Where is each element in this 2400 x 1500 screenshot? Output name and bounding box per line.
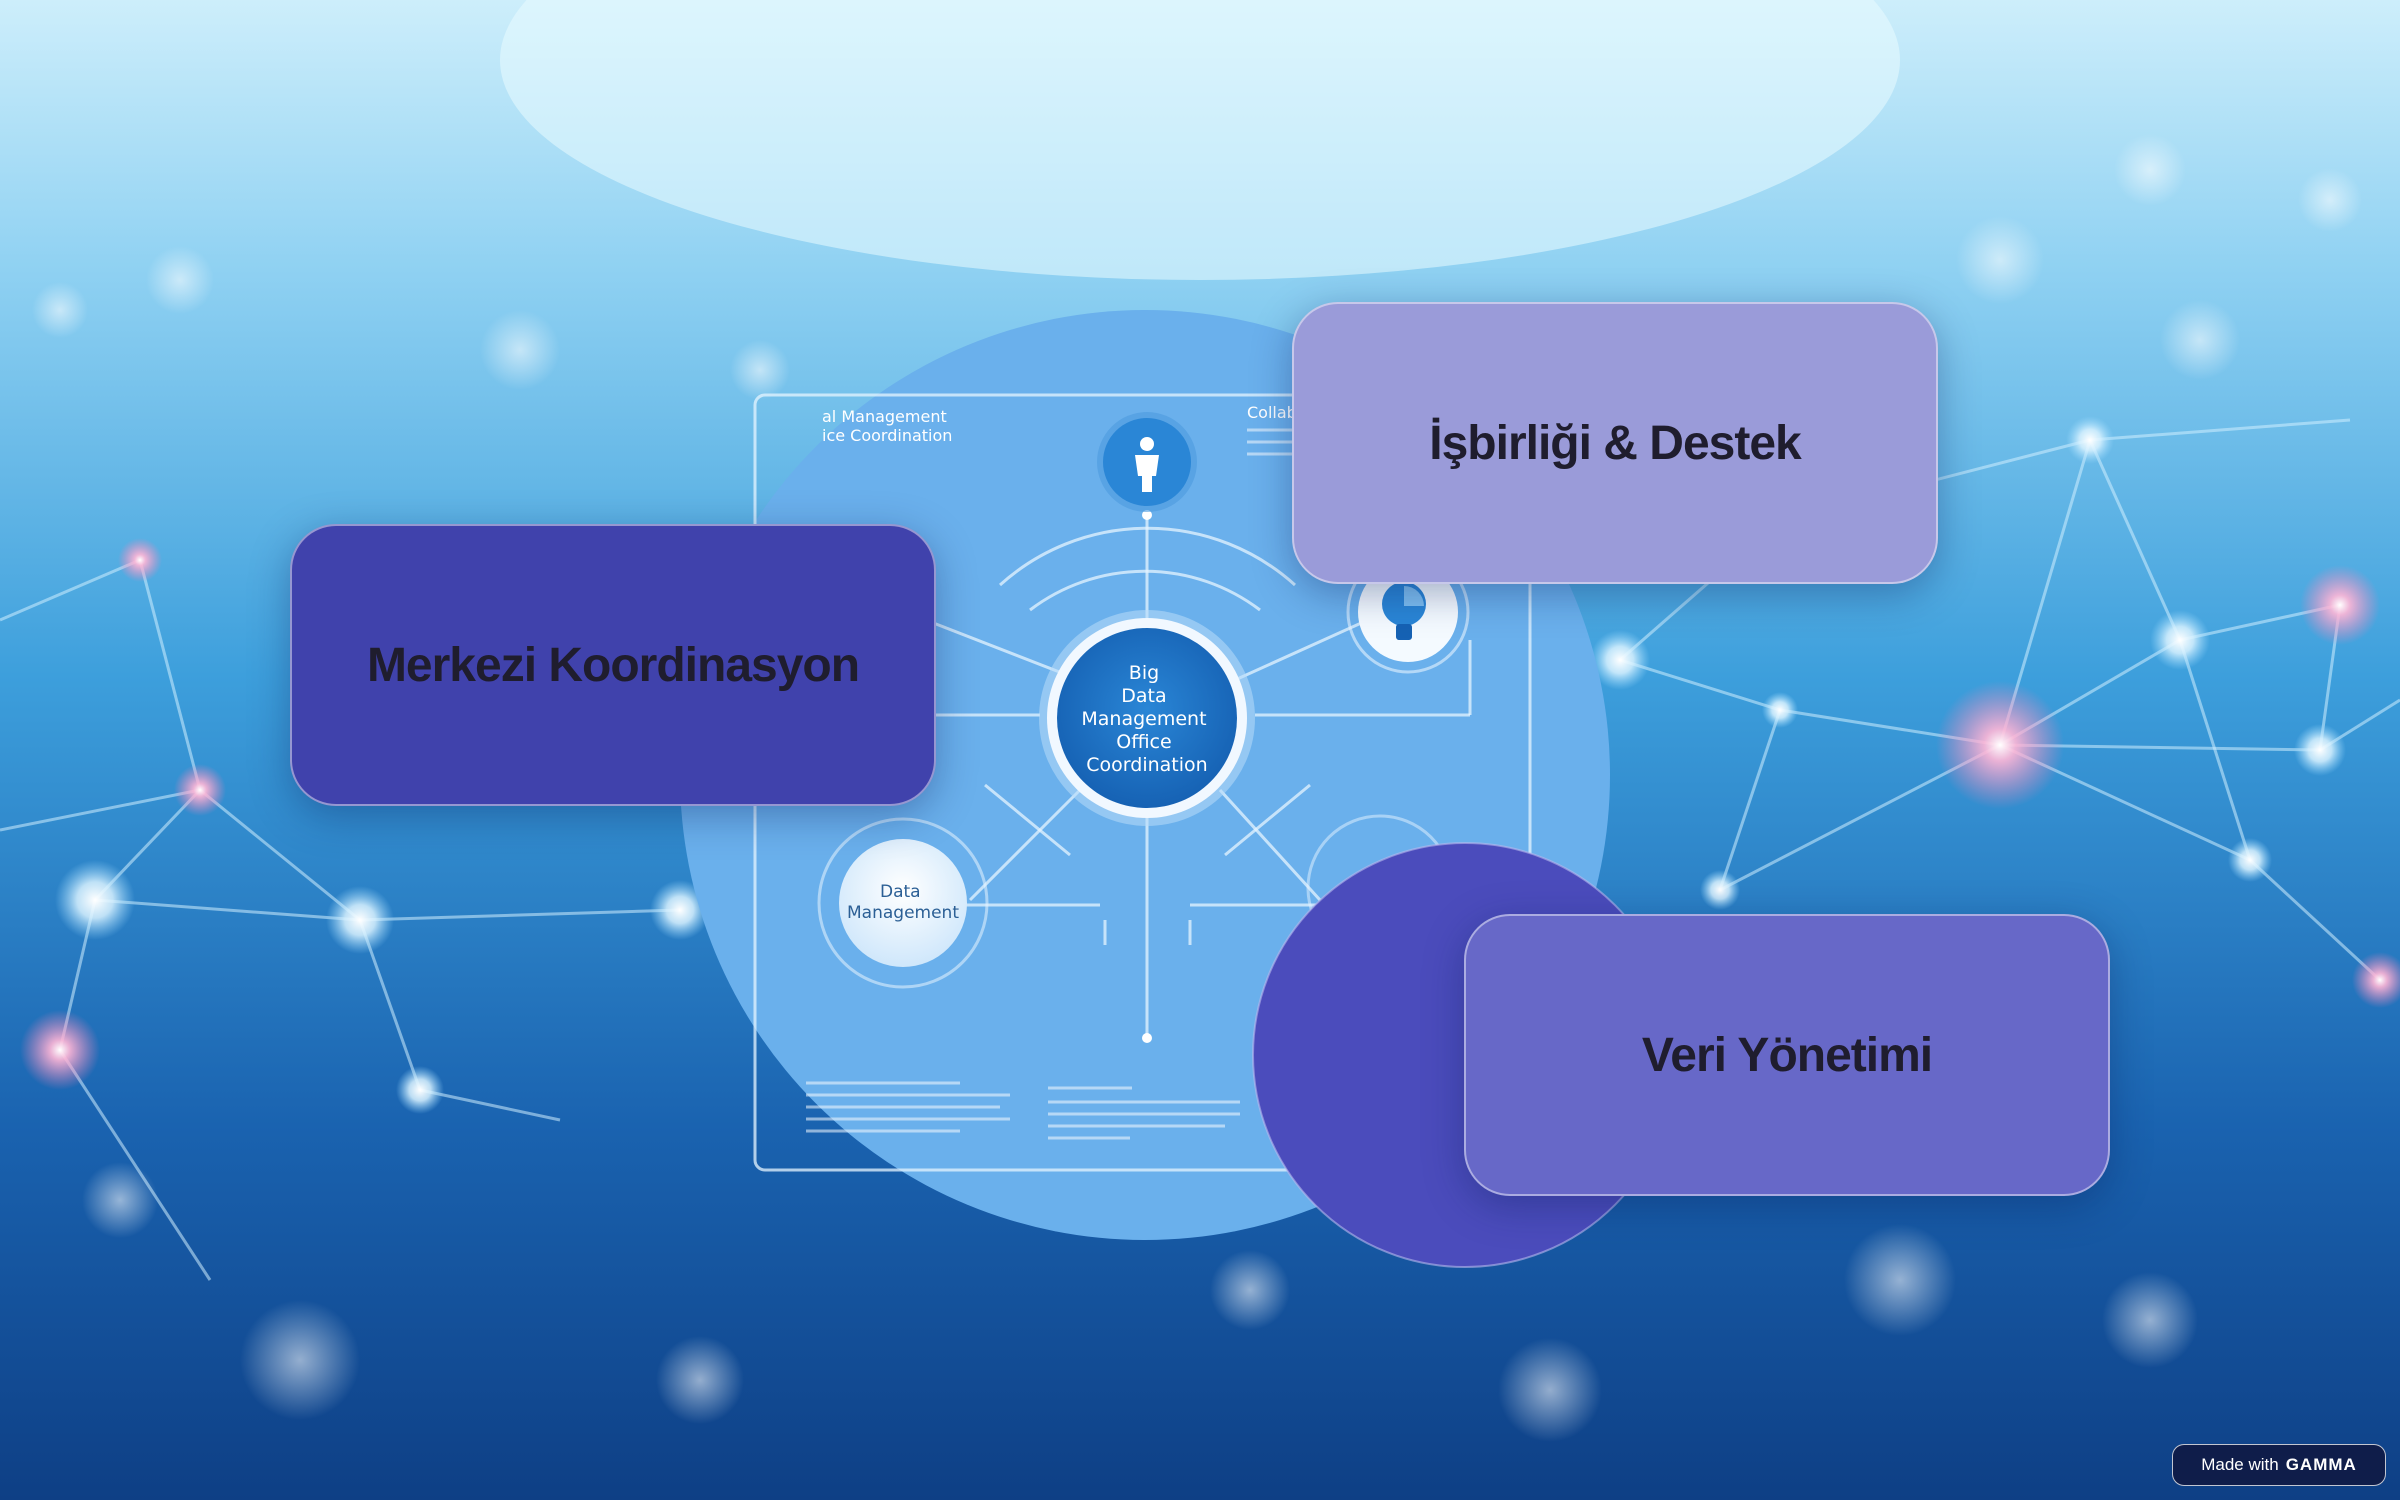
lightbulb-icon [1346,550,1470,674]
center-node-line: Big [1129,662,1159,684]
center-node: Big Data Management Office Coordination [1039,610,1255,826]
svg-text:Data Management: Data Management [847,882,959,923]
card-title: Veri Yönetimi [1641,1028,1933,1082]
card-title: İşbirliği & Destek [1429,416,1801,470]
badge-prefix: Made with [2201,1455,2279,1474]
person-icon [1097,412,1197,512]
data-management-node: Data Management [817,817,989,989]
fine-print [806,428,1300,1140]
card-title: Merkezi Koordinasyon [366,638,860,692]
corner-label-top-right: Collab [1247,403,1297,422]
card-isbirligi-destek: İşbirliği & Destek [1292,302,1938,584]
card-veri-yonetimi: Veri Yönetimi [1464,914,2110,1196]
center-node-line: Management [1081,708,1206,730]
corner-label-top-left: al Management ice Coordination [822,407,952,445]
card-merkezi-koordinasyon: Merkezi Koordinasyon [290,524,936,806]
center-node-line: Data [1121,685,1166,707]
center-node-line: Office [1116,731,1171,753]
svg-text:Big Data Managemen: Big Data Management Office Coordination [1081,662,1212,776]
made-with-gamma-badge[interactable]: Made with GAMMA [2172,1444,2386,1486]
center-node-line: Coordination [1086,754,1207,776]
gamma-logo: GAMMA [2285,1455,2357,1474]
